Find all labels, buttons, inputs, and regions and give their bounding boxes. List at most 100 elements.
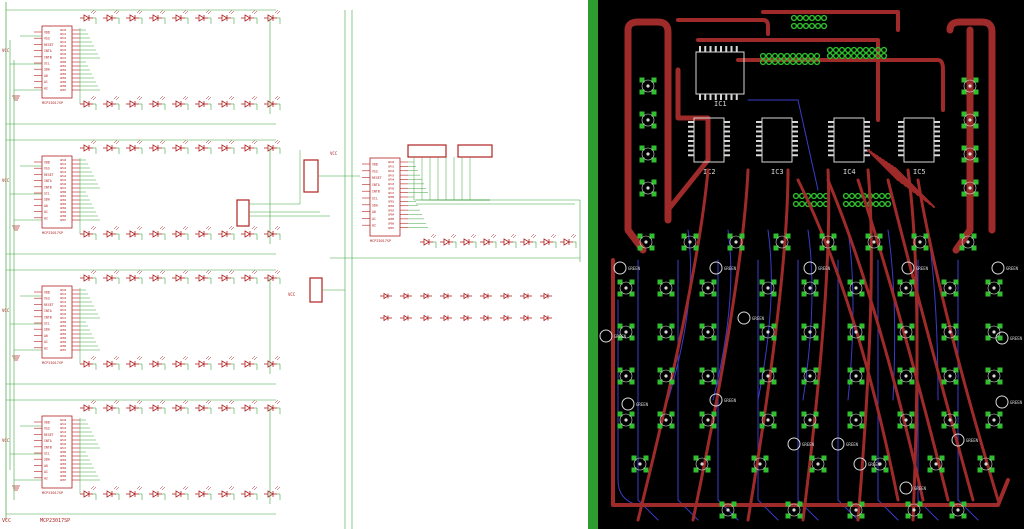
- led-diode: [106, 100, 113, 108]
- led-outline: [995, 395, 1009, 409]
- led-diode: [198, 230, 205, 238]
- top-copper-trace: [696, 38, 880, 122]
- pad: [923, 245, 929, 251]
- switch-center: [854, 374, 858, 378]
- pad: [637, 233, 643, 239]
- led-switch-footprint: [847, 323, 865, 341]
- pad: [821, 455, 827, 461]
- pad: [961, 89, 967, 95]
- ic-pin-label: GPB4: [60, 466, 67, 470]
- led-outline: [995, 331, 1009, 345]
- led-symbol: [126, 485, 143, 500]
- pad: [617, 335, 623, 341]
- pad: [911, 245, 917, 251]
- top-copper-trace: [761, 10, 900, 32]
- pad: [917, 501, 923, 507]
- pad: [629, 335, 635, 341]
- led-diode: [543, 314, 549, 322]
- led-arrow: [228, 225, 233, 230]
- led-arrow: [138, 486, 143, 491]
- led-diode: [267, 490, 274, 498]
- led-diode: [152, 144, 159, 152]
- led-arrow: [159, 399, 164, 404]
- connector-header: [457, 144, 493, 158]
- switch-outline: [753, 457, 767, 471]
- pad: [657, 379, 663, 385]
- ic-pin-label: VDD: [44, 31, 50, 35]
- led-diode: [523, 314, 529, 322]
- led-symbol: [172, 95, 189, 110]
- pad: [941, 335, 947, 341]
- mcp23017-ic: VDDVSSRESETINTAINTBSCLSDAA0A1A2GPA0GPA1G…: [34, 155, 100, 235]
- pad: [699, 423, 705, 429]
- pad: [961, 179, 967, 185]
- pad: [973, 89, 979, 95]
- led-marker: GREEN: [831, 437, 859, 451]
- led-diode: [106, 274, 113, 282]
- led-arrow: [159, 95, 164, 100]
- switch-center: [700, 462, 704, 466]
- ic-pin-label: GPA3: [60, 170, 67, 174]
- pad: [941, 379, 947, 385]
- top-copper-trace: [624, 18, 672, 224]
- header-pad: [832, 52, 840, 60]
- led-arrow: [159, 139, 164, 144]
- ic-pin-label: GPB6: [60, 474, 67, 478]
- header-pad: [862, 52, 870, 60]
- pad: [961, 77, 967, 83]
- led-symbol: [195, 9, 212, 24]
- switch-outline: [701, 325, 715, 339]
- switch-center: [766, 330, 770, 334]
- led-label: GREEN: [966, 438, 979, 443]
- pad: [819, 245, 825, 251]
- switch-outline: [849, 281, 863, 295]
- pcb-ic-footprint: IC4: [828, 117, 870, 176]
- header-pad: [795, 58, 803, 66]
- pad: [801, 423, 807, 429]
- led-arrow: [182, 485, 187, 490]
- pad: [629, 323, 635, 329]
- pad: [669, 323, 675, 329]
- pad: [821, 467, 827, 473]
- led-arrow: [228, 355, 233, 360]
- pad: [977, 467, 983, 473]
- pad: [813, 279, 819, 285]
- led-diode: [152, 100, 159, 108]
- bottom-copper-trace: [837, 259, 859, 521]
- pad: [639, 89, 645, 95]
- led-arrow: [92, 10, 97, 15]
- led-symbol: [172, 485, 189, 500]
- pad: [657, 335, 663, 341]
- led-diode: [175, 404, 182, 412]
- top-copper-trace: [952, 26, 974, 254]
- pad: [909, 323, 915, 329]
- led-diode: [244, 14, 251, 22]
- led-arrow: [182, 399, 187, 404]
- switch-outline: [639, 235, 653, 249]
- switch-outline: [761, 369, 775, 383]
- led-symbol: [103, 95, 120, 110]
- switch-center: [706, 418, 710, 422]
- led-diode: [83, 230, 90, 238]
- ic-outline: [903, 117, 935, 163]
- pad: [657, 323, 663, 329]
- led-arrow: [90, 9, 95, 14]
- ic-pin-label: INTA: [44, 309, 52, 313]
- pad: [771, 411, 777, 417]
- pad: [773, 233, 779, 239]
- ic-pad: [934, 121, 940, 123]
- ic-pin-label: GPB1: [60, 64, 67, 68]
- led-outline: [621, 397, 635, 411]
- pad: [813, 291, 819, 297]
- led-switch-footprint: [617, 367, 635, 385]
- ic-pad: [828, 130, 834, 133]
- pin-header: [842, 200, 892, 208]
- ic-pad: [724, 135, 730, 138]
- led-arrow: [159, 9, 164, 14]
- switch-center: [808, 374, 812, 378]
- mcp23017-ic: VDDVSSRESETINTAINTBSCLSDAA0A1A2GPA0GPA1G…: [362, 157, 428, 243]
- header-pad: [848, 200, 856, 208]
- led-symbol: [218, 269, 235, 284]
- pad: [669, 379, 675, 385]
- ic-pin-label: GPA5: [60, 48, 67, 52]
